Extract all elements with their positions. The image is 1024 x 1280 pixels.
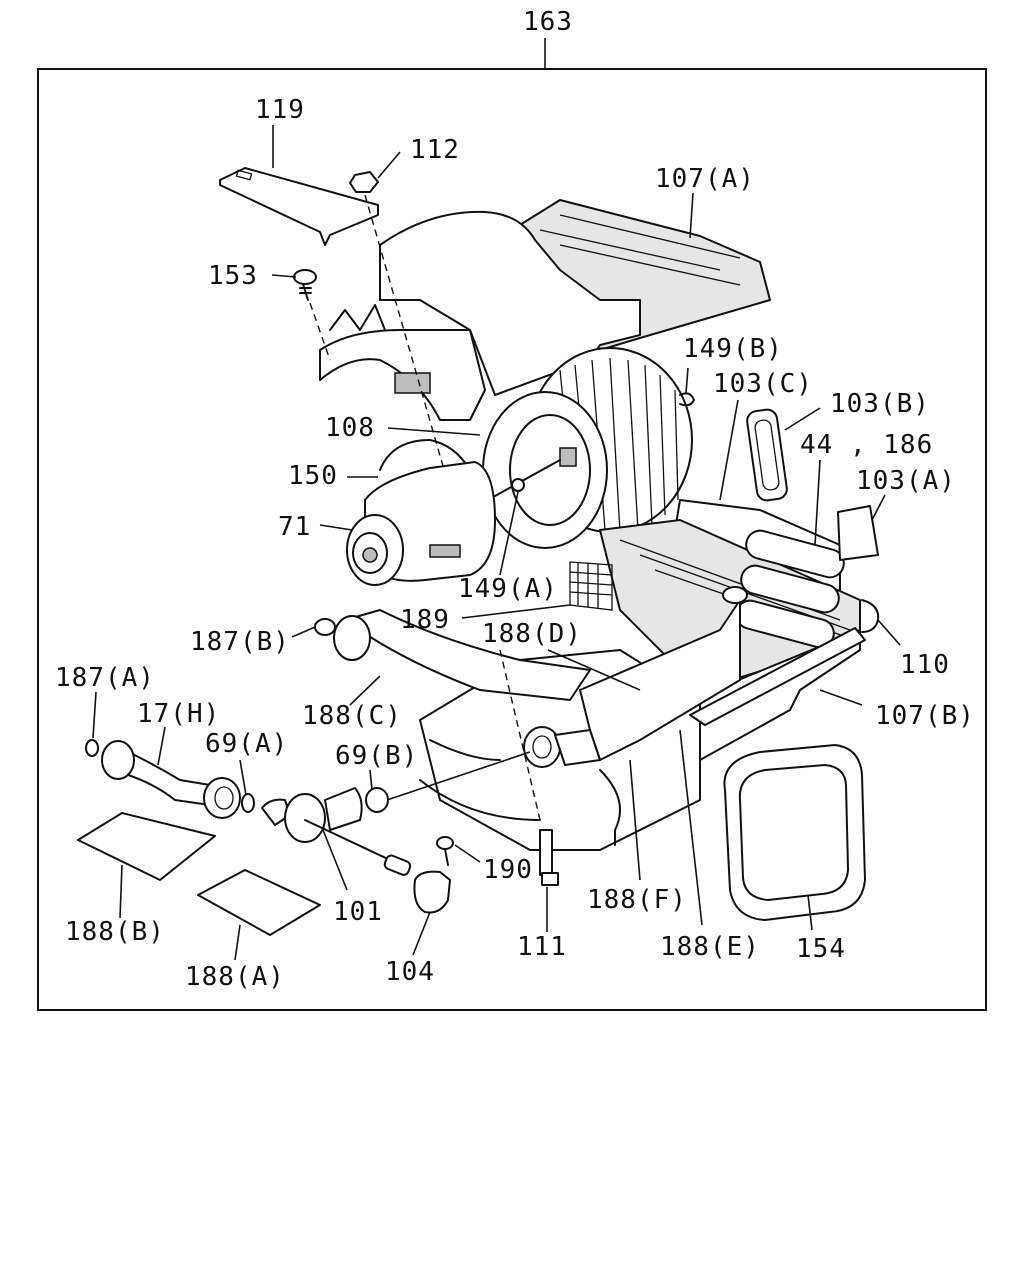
assembly-number-label: 163: [523, 7, 573, 37]
part-label-108: 108: [325, 413, 375, 443]
connector-tube: [523, 726, 621, 846]
filter-189: [569, 561, 613, 611]
part-label-149A: 149(A): [458, 574, 558, 604]
seal-103C: [746, 408, 788, 502]
part-label-110: 110: [900, 650, 950, 680]
screw-190: [436, 836, 454, 866]
leader-lines: [92, 125, 901, 961]
part-label-188E: 188(E): [660, 932, 760, 962]
part-label-190: 190: [483, 855, 533, 885]
part-label-188B: 188(B): [65, 917, 165, 947]
part-label-71: 71: [278, 512, 311, 542]
part-label-188C: 188(C): [302, 701, 402, 731]
retainer-ring-150: [379, 439, 471, 471]
clip-149B: [679, 392, 695, 407]
seal-103A: [837, 505, 879, 561]
part-label-112: 112: [410, 135, 460, 165]
part-label-188A: 188(A): [185, 962, 285, 992]
part-label-111: 111: [517, 932, 567, 962]
part-label-154: 154: [796, 934, 846, 964]
part-label-69A: 69(A): [205, 729, 288, 759]
part-label-69B: 69(B): [335, 741, 418, 771]
part-label-104: 104: [385, 957, 435, 987]
part-label-107B: 107(B): [875, 701, 975, 731]
hose-17H: [101, 740, 241, 819]
part-label-187B: 187(B): [190, 627, 290, 657]
gasket-154: [723, 744, 866, 921]
o-ring-187B: [314, 618, 336, 636]
part-label-188F: 188(F): [587, 885, 687, 915]
part-label-17H: 17(H): [137, 699, 220, 729]
part-label-119: 119: [255, 95, 305, 125]
insulator-188A: [197, 869, 321, 936]
lower-case-flange: [689, 627, 866, 726]
seal-103C-inner: [754, 419, 780, 491]
part-label-101: 101: [333, 897, 383, 927]
part-label-189: 189: [400, 605, 450, 635]
part-label-149B: 149(B): [683, 334, 783, 364]
part-label-107A: 107(A): [655, 164, 755, 194]
o-ring-187A: [85, 739, 99, 757]
part-label-103B: 103(B): [830, 389, 930, 419]
clip-110: [861, 599, 880, 633]
hose-188C: [333, 609, 591, 701]
o-ring-69A: [241, 793, 255, 813]
part-label-153: 153: [208, 261, 258, 291]
blower-upper-case: [319, 199, 771, 421]
part-label-44-186: 44 , 186: [800, 430, 933, 460]
blower-motor: [346, 459, 561, 586]
bracket-119: [219, 167, 379, 246]
part-label-187A: 187(A): [55, 663, 155, 693]
water-valve-101: [261, 787, 412, 876]
bolt-111: [499, 649, 559, 886]
screw-153: [293, 269, 331, 361]
part-label-150: 150: [288, 461, 338, 491]
diagram-frame: [37, 68, 987, 1011]
part-label-103C: 103(C): [713, 369, 813, 399]
blower-fan: [482, 347, 693, 549]
part-label-188D: 188(D): [482, 619, 582, 649]
insulator-188B: [77, 812, 216, 881]
part-label-103A: 103(A): [856, 466, 956, 496]
o-ring-69B: [365, 787, 389, 813]
cap-104: [413, 870, 451, 914]
